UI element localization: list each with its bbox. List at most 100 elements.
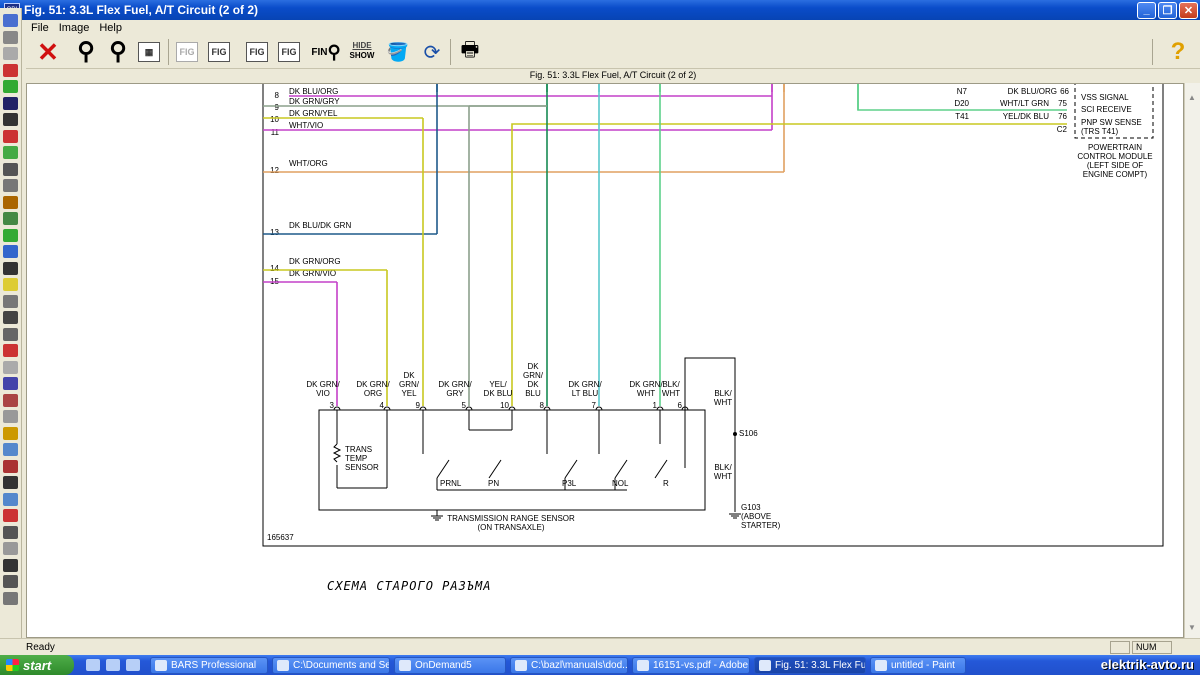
task-bars[interactable]: BARS Professional (150, 656, 268, 674)
task-ondemand[interactable]: OnDemand5 (394, 656, 506, 674)
launcher-app-icon[interactable] (3, 80, 18, 93)
sensor-pin-label: VIO (316, 389, 330, 398)
last-fig-icon[interactable]: FIG (278, 42, 300, 62)
minimize-button[interactable]: _ (1137, 1, 1156, 19)
start-button[interactable]: start (0, 655, 74, 675)
task-documents[interactable]: C:\Documents and Se... (272, 656, 390, 674)
launcher-app-icon[interactable] (3, 162, 18, 176)
diagram-frame (262, 84, 1164, 547)
windows-flag-icon (6, 659, 19, 671)
ground-label: (ABOVE (741, 512, 771, 521)
quicklaunch-icon[interactable] (86, 659, 100, 671)
wire-label: DK GRN/ORG (289, 257, 341, 266)
menu-help[interactable]: Help (99, 21, 122, 34)
launcher-app-icon[interactable] (3, 179, 18, 192)
launcher-app-icon[interactable] (3, 30, 18, 44)
scroll-up-icon[interactable]: ▲ (1188, 93, 1196, 102)
title-bar: ODI Fig. 51: 3.3L Flex Fuel, A/T Circuit… (0, 0, 1200, 20)
launcher-app-icon[interactable] (3, 525, 18, 539)
launcher-app-icon[interactable] (3, 459, 18, 473)
launcher-app-icon[interactable] (3, 360, 18, 374)
task-adobe[interactable]: 16151-vs.pdf - Adobe... (632, 656, 750, 674)
prev-fig-icon[interactable]: FIG (208, 42, 230, 62)
fit-page-icon[interactable]: ▦ (138, 42, 160, 62)
task-paint[interactable]: untitled - Paint (870, 656, 966, 674)
launcher-app-icon[interactable] (3, 129, 18, 143)
launcher-app-icon[interactable] (3, 443, 18, 456)
vertical-scrollbar[interactable]: ▲ ▼ (1184, 83, 1200, 638)
find-icon[interactable]: FIN⚲ (311, 42, 341, 62)
help-icon[interactable]: ? (1170, 38, 1186, 65)
pin-contact (508, 406, 516, 411)
launcher-app-icon[interactable] (3, 113, 18, 126)
quicklaunch-icon[interactable] (106, 659, 120, 671)
launcher-app-icon[interactable] (3, 47, 18, 60)
rotate-icon[interactable]: ⟳ (423, 41, 441, 64)
zoom-in-icon[interactable]: ⚲ (77, 38, 95, 65)
launcher-app-icon[interactable] (3, 195, 18, 209)
menu-image[interactable]: Image (58, 21, 90, 34)
launcher-app-icon[interactable] (3, 261, 18, 275)
launcher-app-icon[interactable] (3, 146, 18, 159)
menu-file[interactable]: File (31, 21, 49, 34)
pcm-wire: WHT/LT GRN (1000, 99, 1049, 108)
launcher-app-icon[interactable] (3, 14, 18, 27)
launcher-app-icon[interactable] (3, 294, 18, 308)
wire-label: DK BLU/DK GRN (289, 221, 351, 230)
bucket-icon[interactable]: 🪣 (386, 41, 410, 62)
launcher-app-icon[interactable] (3, 228, 18, 242)
launcher-app-icon[interactable] (3, 344, 18, 357)
pin-contact (543, 406, 551, 411)
switch-label: PN (488, 479, 499, 488)
sensor-pin-label: BLU (525, 389, 541, 398)
pcm-title: (LEFT SIDE OF (1087, 161, 1143, 170)
trans-temp-label: SENSOR (345, 463, 379, 472)
launcher-app-icon[interactable] (3, 393, 18, 407)
launcher-app-icon[interactable] (3, 410, 18, 423)
pin-contact (333, 406, 341, 411)
zoom-out-icon[interactable]: ⚲ (109, 38, 127, 65)
quicklaunch-icon[interactable] (126, 659, 140, 671)
launcher-app-icon[interactable] (3, 476, 18, 489)
launcher-app-icon[interactable] (3, 591, 18, 605)
wire-number: 12 (270, 166, 279, 175)
launcher-app-icon[interactable] (3, 245, 18, 258)
figure-caption: Fig. 51: 3.3L Flex Fuel, A/T Circuit (2 … (529, 70, 697, 80)
close-button[interactable]: ✕ (1179, 1, 1198, 19)
launcher-app-icon[interactable] (3, 63, 18, 77)
exit-icon[interactable]: ✕ (37, 37, 59, 67)
launcher-app-icon[interactable] (3, 558, 18, 572)
status-cell (1110, 640, 1130, 654)
wire-label: WHT/VIO (289, 121, 323, 130)
launcher-app-icon[interactable] (3, 575, 18, 588)
toolbar-separator (450, 39, 451, 65)
sensor-pin-label: DK GRN/ (568, 380, 602, 389)
launcher-app-icon[interactable] (3, 327, 18, 341)
sensor-pin-label: DK (527, 362, 539, 371)
launcher-app-icon[interactable] (3, 509, 18, 522)
print-icon[interactable]: 🖶 (460, 39, 480, 61)
wire-number: 13 (270, 228, 279, 237)
next-fig-icon[interactable]: FIG (246, 42, 268, 62)
launcher-app-icon[interactable] (3, 212, 18, 225)
launcher-app-icon[interactable] (3, 542, 18, 555)
launcher-app-icon[interactable] (3, 492, 18, 506)
wire-number: 9 (275, 103, 280, 112)
launcher-app-icon[interactable] (3, 96, 18, 110)
wire-label: WHT (714, 472, 732, 481)
task-manuals[interactable]: C:\bazl\manuals\dod... (510, 656, 628, 674)
launcher-app-icon[interactable] (3, 311, 18, 324)
launcher-app-icon[interactable] (3, 426, 18, 440)
ground-symbol (431, 515, 443, 521)
restore-button[interactable]: ❐ (1158, 1, 1177, 19)
wire-number: 14 (270, 264, 279, 273)
launcher-app-icon[interactable] (3, 278, 18, 291)
first-fig-icon[interactable]: FIG (176, 42, 198, 62)
scroll-down-icon[interactable]: ▼ (1188, 623, 1196, 632)
task-fig51[interactable]: Fig. 51: 3.3L Flex Fu... (754, 656, 866, 674)
wire-label: DK GRN/GRY (289, 97, 340, 106)
launcher-app-icon[interactable] (3, 377, 18, 390)
